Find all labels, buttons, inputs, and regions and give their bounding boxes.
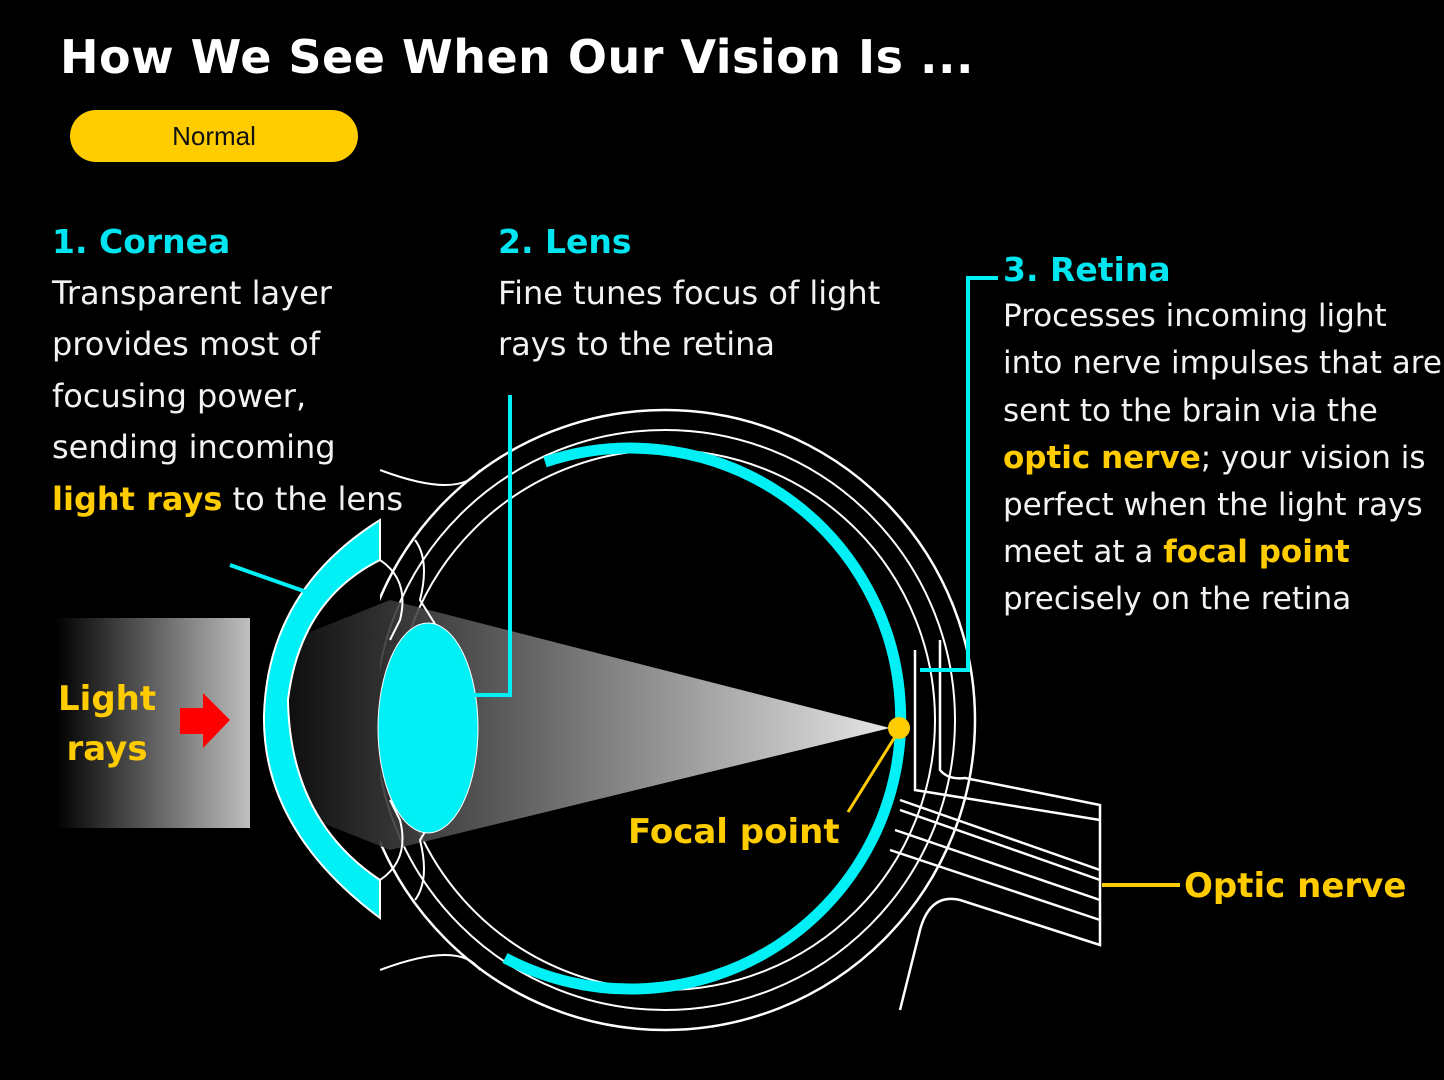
arrow-right-icon [180,693,230,748]
lens-description: 2. Lens Fine tunes focus of light rays t… [498,216,928,371]
optic-nerve-label: Optic nerve [1184,866,1407,906]
page-title: How We See When Our Vision Is ... [60,30,974,84]
light-rays-label: Light rays [58,674,156,774]
light-label-line1: Light [58,679,157,719]
lens-text: Fine tunes focus of light rays to the re… [498,273,881,364]
focal-point-marker [888,717,910,739]
retina-highlight-focal: focal point [1163,534,1350,571]
cornea-highlight: light rays [52,479,223,518]
retina-description: 3. Retina Processes incoming light into … [1003,246,1443,624]
light-label-line2: rays [66,729,148,769]
retina-text-mid: ; your vision is perfect when the light … [1003,439,1426,571]
retina-text: Processes incoming light into nerve impu… [1003,298,1442,429]
retina-text-end: precisely on the retina [1003,581,1352,618]
vision-state-button[interactable]: Normal [70,110,358,162]
cornea-text-end: to the lens [232,479,404,518]
cornea-heading: 1. Cornea [52,222,231,261]
focal-point-label: Focal point [628,812,840,852]
retina-heading: 3. Retina [1003,250,1171,289]
cornea-description: 1. Cornea Transparent layer provides mos… [52,216,412,525]
retina-highlight-optic: optic nerve [1003,439,1201,476]
cornea-text: Transparent layer provides most of focus… [52,273,336,467]
lens-heading: 2. Lens [498,222,632,261]
